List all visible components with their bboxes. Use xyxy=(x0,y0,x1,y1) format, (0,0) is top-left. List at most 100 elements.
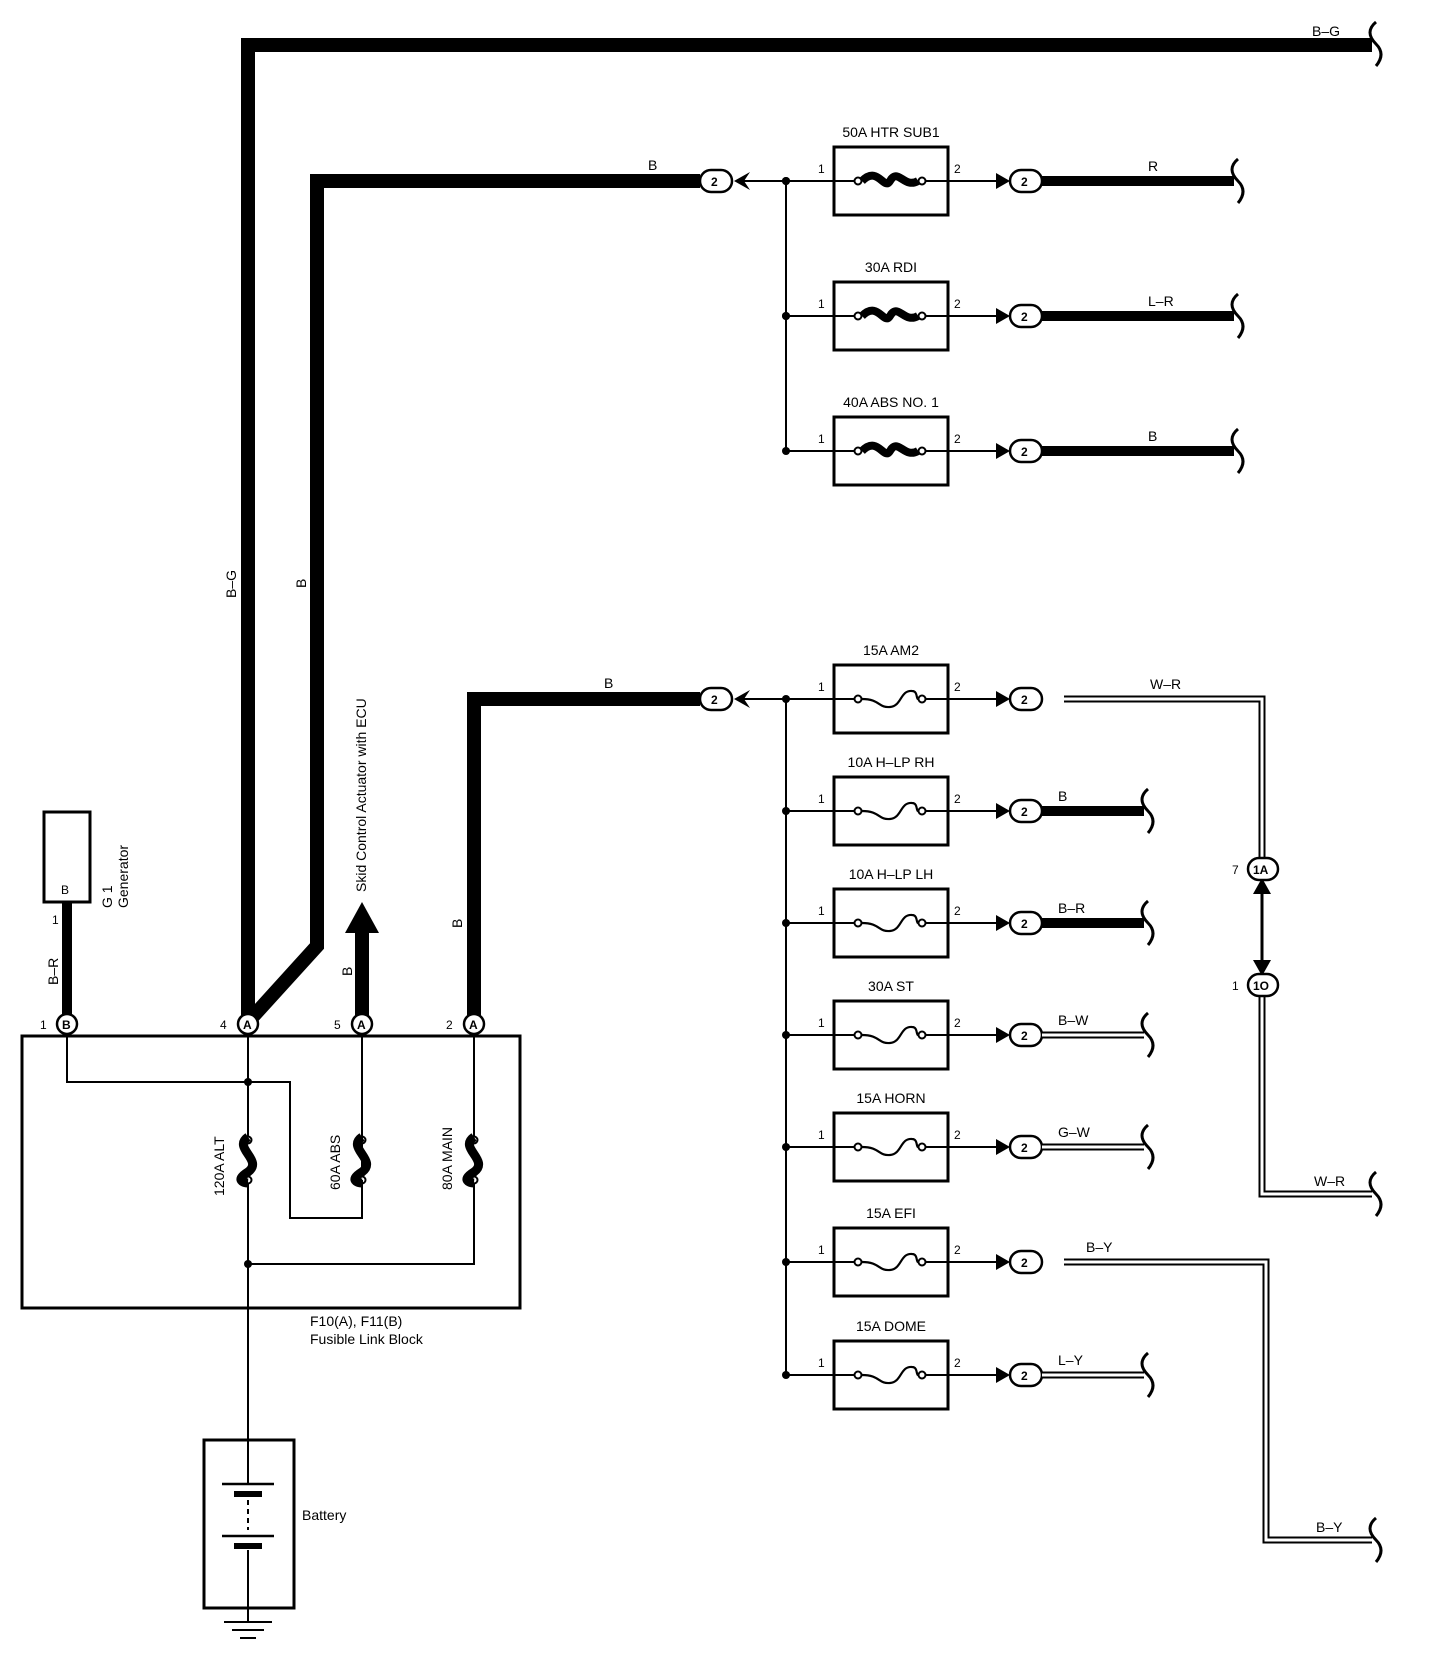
fuse-label: 30A RDI xyxy=(865,259,917,275)
fuse-label: 10A H–LP RH xyxy=(848,754,935,770)
fuse-pin-out: 2 xyxy=(954,1356,961,1370)
lower-fuse-2: 1 2 10A H–LP LH 2 B–R xyxy=(782,866,1155,959)
fuse-output-wire-label: W–R xyxy=(1150,676,1181,692)
fuse-label: 15A EFI xyxy=(866,1205,916,1221)
fuse-pin-out: 2 xyxy=(954,680,961,694)
fusible-link-main-label: 80A MAIN xyxy=(439,1127,455,1190)
upper-connector: 2 xyxy=(698,168,790,451)
fuse-output-wire-label: L–R xyxy=(1148,293,1174,309)
fuse-pin-in: 1 xyxy=(818,1356,825,1370)
block-pin-2: A 2 xyxy=(446,1012,486,1036)
fuse-pin-in: 1 xyxy=(818,1243,825,1257)
fusible-link-alt xyxy=(236,1133,257,1188)
fuse-pin-out: 2 xyxy=(954,432,961,446)
upper-fuse-0: 1 2 50A HTR SUB1 2 R xyxy=(782,124,1245,217)
fuse-label: 15A DOME xyxy=(856,1318,926,1334)
svg-text:A: A xyxy=(469,1018,478,1032)
fuse-output-wire-label: B–Y xyxy=(1086,1239,1113,1255)
fuse-output-wire-label: B–R xyxy=(1058,900,1085,916)
generator-pin: 1 xyxy=(52,913,59,927)
svg-text:2: 2 xyxy=(1021,1141,1028,1155)
svg-text:7: 7 xyxy=(1232,863,1239,877)
fuse-pin-in: 1 xyxy=(818,432,825,446)
fuse-label: 50A HTR SUB1 xyxy=(842,124,939,140)
svg-text:2: 2 xyxy=(1021,805,1028,819)
wire-label-lower-b: B xyxy=(604,675,613,691)
fusible-link-abs-label: 60A ABS xyxy=(327,1135,343,1190)
junction-1o: 1O 1 xyxy=(1232,972,1280,998)
skid-control-label: Skid Control Actuator with ECU xyxy=(353,698,369,892)
svg-text:2: 2 xyxy=(1021,310,1028,324)
fuse-label: 15A HORN xyxy=(856,1090,925,1106)
fuse-pin-in: 1 xyxy=(818,297,825,311)
wire-label-b-y-end: B–Y xyxy=(1316,1519,1343,1535)
wire-label-b-r: B–R xyxy=(45,958,61,985)
fuse-pin-out: 2 xyxy=(954,162,961,176)
fuse-label: 40A ABS NO. 1 xyxy=(843,394,939,410)
fuse-pin-in: 1 xyxy=(818,904,825,918)
fuse-output-wire-label: B xyxy=(1148,428,1157,444)
fuse-label: 10A H–LP LH xyxy=(849,866,934,882)
wire-b-y-run xyxy=(1064,1258,1383,1563)
wire-b-upper xyxy=(242,174,700,1027)
generator-name: Generator xyxy=(115,845,131,908)
svg-text:A: A xyxy=(243,1018,252,1032)
svg-text:2: 2 xyxy=(711,693,718,707)
fusible-link-abs xyxy=(350,1100,371,1218)
block-pin-4: A 4 xyxy=(220,1012,260,1036)
generator-terminal: B xyxy=(61,883,69,897)
wire-label-top-b-g: B–G xyxy=(1312,23,1340,39)
upper-fuse-2: 1 2 40A ABS NO. 1 2 B xyxy=(782,394,1245,487)
fuse-output-wire-label: R xyxy=(1148,158,1158,174)
svg-text:B: B xyxy=(62,1018,71,1032)
wire-label-skid-b: B xyxy=(339,967,355,976)
generator-id: G 1 xyxy=(99,885,115,908)
svg-text:2: 2 xyxy=(1021,1029,1028,1043)
fuse-label: 15A AM2 xyxy=(863,642,919,658)
svg-text:1: 1 xyxy=(40,1018,47,1032)
link-block-line1: F10(A), F11(B) xyxy=(310,1313,402,1329)
ground-icon xyxy=(224,1621,272,1639)
svg-text:2: 2 xyxy=(1021,693,1028,707)
svg-text:2: 2 xyxy=(711,175,718,189)
fusible-link-main xyxy=(462,1133,483,1188)
lower-connector: 2 xyxy=(698,686,787,1375)
fuse-pin-in: 1 xyxy=(818,162,825,176)
wire-w-r-run xyxy=(1064,695,1383,1217)
link-block-line2: Fusible Link Block xyxy=(310,1331,424,1347)
fuse-pin-out: 2 xyxy=(954,792,961,806)
svg-text:2: 2 xyxy=(1021,917,1028,931)
fuse-label: 30A ST xyxy=(868,978,914,994)
svg-text:2: 2 xyxy=(1021,445,1028,459)
fuse-pin-out: 2 xyxy=(954,1016,961,1030)
svg-text:5: 5 xyxy=(334,1018,341,1032)
fuse-pin-out: 2 xyxy=(954,904,961,918)
svg-text:A: A xyxy=(357,1018,366,1032)
fuse-pin-out: 2 xyxy=(954,1128,961,1142)
svg-text:2: 2 xyxy=(1021,1256,1028,1270)
generator xyxy=(42,810,92,1022)
skid-control-arrow xyxy=(345,902,379,1022)
fuse-output-wire-label: B–W xyxy=(1058,1012,1089,1028)
fuse-pin-in: 1 xyxy=(818,1016,825,1030)
svg-text:2: 2 xyxy=(1021,175,1028,189)
fuse-output-wire-label: L–Y xyxy=(1058,1352,1084,1368)
svg-text:1: 1 xyxy=(1232,979,1239,993)
wire-label-lower-b-vertical: B xyxy=(449,919,465,928)
svg-text:1A: 1A xyxy=(1253,863,1269,877)
battery xyxy=(202,1420,296,1622)
lower-fuse-3: 1 2 30A ST 2 B–W xyxy=(782,978,1155,1071)
fuse-pin-in: 1 xyxy=(818,792,825,806)
block-pin-5: A 5 xyxy=(334,1012,374,1036)
svg-text:4: 4 xyxy=(220,1018,227,1032)
wire-b-g-main xyxy=(241,20,1383,1022)
wire-label-upper-b-vertical: B xyxy=(293,579,309,588)
